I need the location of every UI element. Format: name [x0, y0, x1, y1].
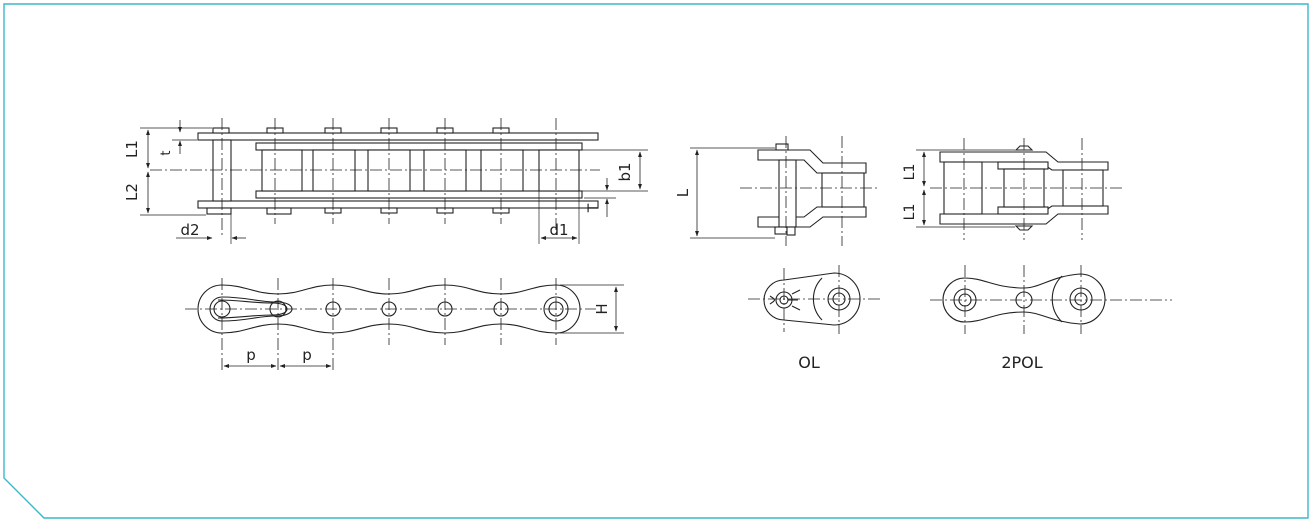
- label-L1-lower: L1: [902, 204, 918, 221]
- label-L: L: [674, 188, 692, 197]
- 2pol-side-view: [930, 265, 1172, 334]
- label-p-first: p: [246, 346, 256, 364]
- ol-top-view: [740, 136, 880, 246]
- top-view-dimensions: [140, 120, 648, 244]
- label-T: T: [586, 203, 602, 213]
- sheet-border: [3, 3, 1309, 519]
- ol-top-dimensions: [690, 147, 775, 239]
- label-t: t: [159, 150, 174, 155]
- label-L2: L2: [123, 183, 141, 201]
- label-H: H: [593, 303, 611, 314]
- chain-top-view: [150, 118, 600, 238]
- label-L1: L1: [123, 140, 141, 158]
- label-b1: b1: [616, 162, 634, 181]
- side-view-dimensions: [223, 284, 624, 368]
- 2pol-top-view: [930, 138, 1122, 240]
- caption-2pol: 2POL: [1001, 353, 1042, 372]
- chain-side-view: [185, 278, 596, 372]
- label-d2: d2: [180, 221, 199, 239]
- 2pol-top-dimensions: [916, 149, 1015, 228]
- caption-ol: OL: [798, 353, 820, 372]
- label-L1-upper: L1: [902, 164, 918, 181]
- label-p-second: p: [302, 346, 312, 364]
- label-d1: d1: [549, 221, 568, 239]
- ol-side-view: [748, 265, 880, 334]
